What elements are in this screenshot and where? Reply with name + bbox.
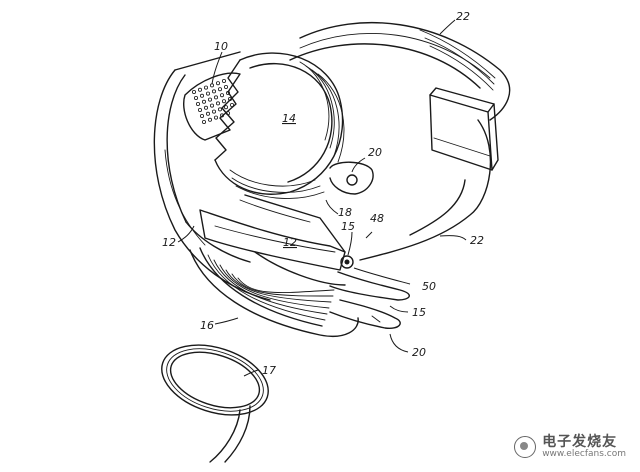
perforation-dot (211, 89, 216, 94)
perforation-dot (215, 101, 220, 106)
perforation-dot (227, 97, 232, 102)
perforation-dot (223, 105, 228, 110)
watermark: 电子发烧友 www.elecfans.com (514, 433, 626, 460)
label-22-top: 22 (456, 10, 470, 23)
upper-lug (329, 161, 374, 195)
perforation-dot (217, 87, 222, 92)
perforation-dot (219, 93, 224, 98)
perforation-dot (205, 91, 210, 96)
leader-lines (177, 19, 467, 377)
perforation-dot (213, 115, 218, 120)
perforation-dot (193, 96, 198, 101)
label-50: 50 (422, 280, 436, 293)
label-22-right: 22 (470, 234, 484, 247)
perforation-dot (201, 99, 206, 104)
perforation-dot (199, 93, 204, 98)
strap-keeper (429, 87, 499, 171)
label-15-top: 15 (341, 220, 355, 233)
perforation-dot (221, 79, 226, 84)
perforation-dot (207, 97, 212, 102)
perforation-dot (201, 120, 206, 125)
label-20-top: 20 (368, 146, 382, 159)
perforation-dot (203, 105, 208, 110)
perforation-dot (213, 95, 218, 100)
label-20-bottom: 20 (412, 346, 426, 359)
perforation-dot (217, 107, 222, 112)
connector (329, 255, 410, 330)
strap-tongue (199, 194, 346, 271)
perforation-dot (197, 87, 202, 92)
label-15-right: 15 (412, 306, 426, 319)
label-12-left: 12 (162, 236, 176, 249)
perforation-dot (221, 99, 226, 104)
perforation-dot (195, 102, 200, 107)
label-48: 48 (370, 212, 384, 225)
perforation-dot (229, 103, 234, 108)
perforation-dot (209, 83, 214, 88)
watch-face (214, 52, 345, 199)
rear-strap (289, 22, 511, 261)
label-16: 16 (200, 319, 214, 332)
brand-logo-icon (514, 436, 537, 459)
label-17: 17 (262, 364, 276, 377)
label-18: 18 (338, 206, 352, 219)
label-14: 14 (282, 112, 296, 125)
perforation-dot (225, 91, 230, 96)
perforated-panel (183, 72, 241, 141)
detached-ring (161, 344, 269, 463)
perforation-dot (211, 109, 216, 114)
perforation-dot (199, 114, 204, 119)
perforation-dot (207, 117, 212, 122)
watermark-url: www.elecfans.com (542, 449, 626, 460)
front-band-loops (189, 247, 359, 337)
watermark-brand: 电子发烧友 (542, 433, 618, 450)
perforation-dot (219, 113, 224, 118)
label-10: 10 (214, 40, 228, 53)
perforation-dot (191, 90, 196, 95)
reference-numerals: 10 22 14 20 18 48 15 22 12 12 50 15 16 2… (162, 10, 484, 377)
perforation-dot (223, 85, 228, 90)
perforation-dot (225, 111, 230, 116)
perforation-dot (203, 85, 208, 90)
perforation-dot (209, 103, 214, 108)
label-12-center: 12 (283, 236, 297, 249)
perforation-dot (215, 81, 220, 86)
perforation-dot (205, 111, 210, 116)
perforation-dot (197, 108, 202, 113)
